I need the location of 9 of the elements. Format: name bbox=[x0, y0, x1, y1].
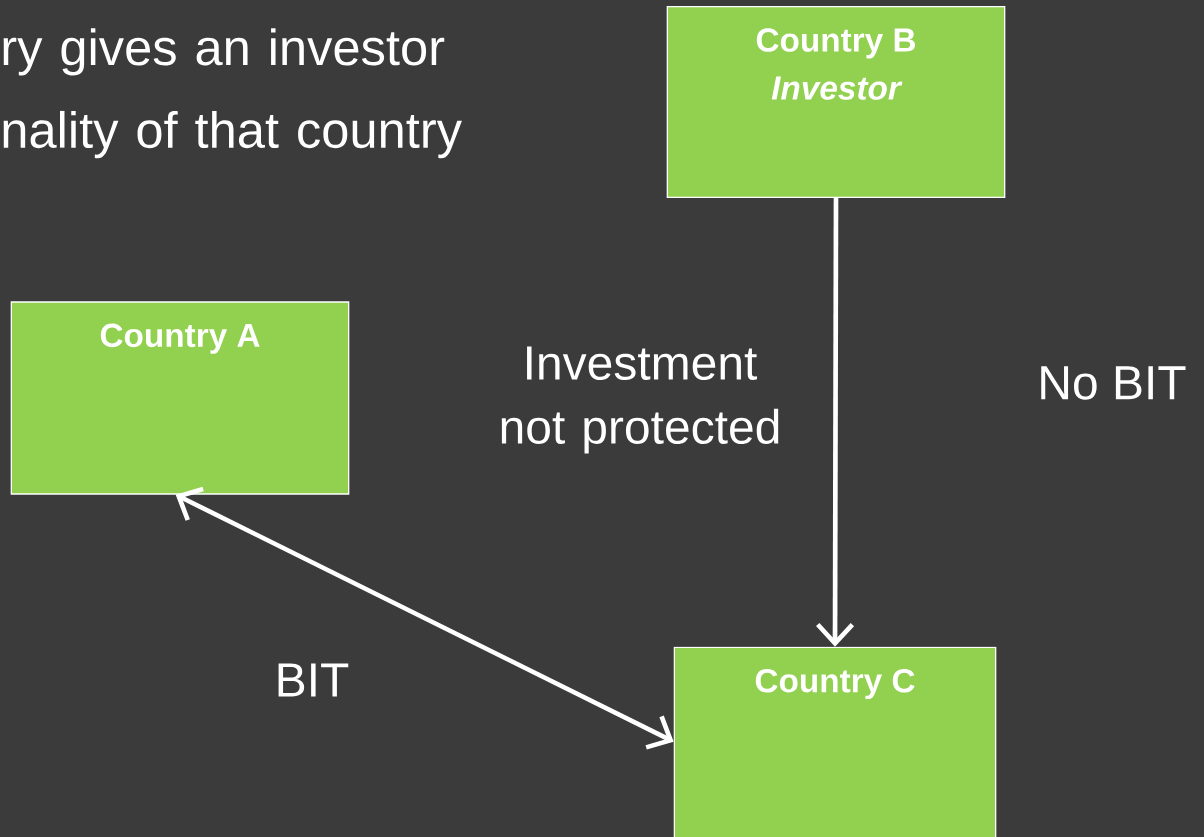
edge-label: BIT bbox=[278, 663, 349, 697]
edge-label: No BIT bbox=[1041, 366, 1186, 400]
arrow bbox=[816, 198, 855, 647]
country-box: Country C bbox=[673, 646, 997, 837]
note-text: Investment not protected bbox=[501, 346, 779, 454]
country-box: Country B Investor bbox=[666, 6, 1006, 198]
arrow bbox=[175, 486, 674, 750]
heading: ry gives an investor nality of that country bbox=[3, 28, 462, 159]
country-box: Country A bbox=[10, 301, 350, 495]
